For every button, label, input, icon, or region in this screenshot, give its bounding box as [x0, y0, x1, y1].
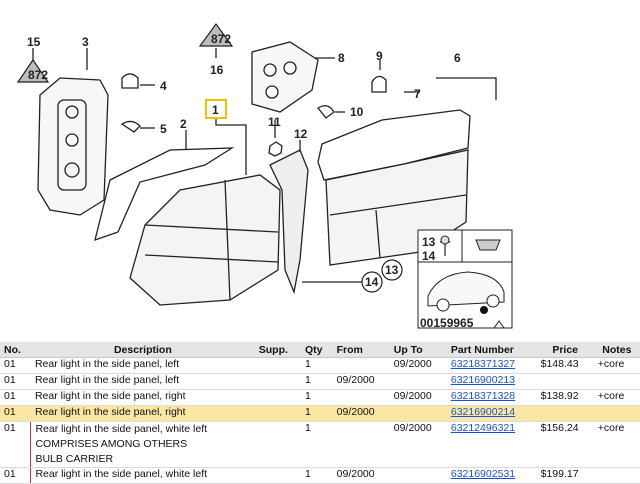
- cell-supp: [254, 405, 301, 422]
- part-number-link[interactable]: 63218371328: [450, 390, 516, 402]
- col-qty: Qty: [300, 342, 333, 358]
- cell-price: [536, 373, 594, 390]
- cell-from: 09/2000: [332, 373, 390, 390]
- cell-qty: 1: [300, 357, 333, 374]
- part-number-link[interactable]: 63218371327: [450, 358, 516, 370]
- cell-notes: [593, 467, 640, 484]
- parts-diagram: 872 872 15 3 8 9 6 16 4 5 10 7 1 11 12 2…: [16, 22, 513, 330]
- callout-1-highlight[interactable]: [205, 99, 227, 119]
- col-upto: Up To: [389, 342, 447, 358]
- inset-label-14: 14: [422, 249, 436, 263]
- col-description: Description: [30, 342, 255, 358]
- cell-notes: +core: [593, 421, 640, 468]
- cell-upto: [389, 405, 447, 422]
- table-row[interactable]: 01 Rear light in the side panel, right 1…: [0, 389, 640, 406]
- cell-notes: +core: [593, 389, 640, 406]
- table-row-selected[interactable]: 01 Rear light in the side panel, right 1…: [0, 405, 640, 422]
- callout-15: 15: [27, 35, 41, 49]
- part-number-link[interactable]: 63216900213: [450, 374, 516, 386]
- cell-desc-extra: COMPRISES AMONG OTHERS: [35, 438, 188, 450]
- cell-notes: [593, 373, 640, 390]
- col-supp: Supp.: [254, 342, 301, 358]
- parts-table: No. Description Supp. Qty From Up To Par…: [0, 342, 640, 484]
- col-part-number: Part Number: [446, 342, 537, 358]
- cell-no: 01: [0, 467, 31, 484]
- cell-supp: [254, 421, 301, 468]
- table-row[interactable]: 01 Rear light in the side panel, left 1 …: [0, 357, 640, 374]
- cell-desc: Rear light in the side panel, white left: [30, 467, 255, 484]
- part-number-link[interactable]: 63216902531: [450, 468, 516, 480]
- callout-4: 4: [160, 79, 167, 93]
- callout-8: 8: [338, 51, 345, 65]
- cell-desc: Rear light in the side panel, left: [30, 357, 255, 374]
- cell-price: $148.43: [536, 357, 594, 374]
- cell-price: [536, 405, 594, 422]
- callout-10: 10: [350, 105, 364, 119]
- callout-11: 11: [268, 115, 281, 129]
- cell-desc: Rear light in the side panel, right: [30, 405, 255, 422]
- part-number-link[interactable]: 63216900214: [450, 406, 516, 418]
- callout-3: 3: [82, 35, 89, 49]
- cell-supp: [254, 373, 301, 390]
- cell-qty: 1: [300, 405, 333, 422]
- callout-5: 5: [160, 122, 167, 136]
- table-header-row: No. Description Supp. Qty From Up To Par…: [0, 342, 640, 358]
- cell-from: [332, 389, 390, 406]
- table-row[interactable]: 01 Rear light in the side panel, left 1 …: [0, 373, 640, 390]
- col-notes: Notes: [593, 342, 640, 358]
- callout-1: 1: [212, 103, 219, 117]
- cell-upto: 09/2000: [389, 357, 447, 374]
- cell-from: [332, 357, 390, 374]
- cell-qty: 1: [300, 373, 333, 390]
- cell-price: $138.92: [536, 389, 594, 406]
- cell-from: 09/2000: [332, 467, 390, 484]
- callout-13: 13: [385, 263, 399, 277]
- cell-upto: [389, 373, 447, 390]
- cell-notes: +core: [593, 357, 640, 374]
- cell-upto: [389, 467, 447, 484]
- cell-supp: [254, 389, 301, 406]
- cell-desc: Rear light in the side panel, white left…: [30, 421, 255, 468]
- col-price: Price: [536, 342, 594, 358]
- cell-notes: [593, 405, 640, 422]
- callout-16: 16: [210, 63, 224, 77]
- cell-desc-line: Rear light in the side panel, white left: [35, 423, 208, 435]
- cell-upto: 09/2000: [389, 389, 447, 406]
- svg-text:872: 872: [28, 68, 48, 82]
- cell-no: 01: [0, 405, 31, 422]
- cell-no: 01: [0, 421, 31, 468]
- cell-desc: Rear light in the side panel, left: [30, 373, 255, 390]
- cell-from: 09/2000: [332, 405, 390, 422]
- cell-price: $199.17: [536, 467, 594, 484]
- svg-text:872: 872: [211, 32, 231, 46]
- table-row[interactable]: 01 Rear light in the side panel, white l…: [0, 467, 640, 484]
- callout-9: 9: [376, 49, 383, 63]
- cell-price: $156.24: [536, 421, 594, 468]
- cell-supp: [254, 357, 301, 374]
- cell-qty: 1: [300, 421, 333, 468]
- callout-6: 6: [454, 51, 461, 65]
- cell-no: 01: [0, 357, 31, 374]
- cell-supp: [254, 467, 301, 484]
- inset-label-13: 13: [422, 235, 436, 249]
- part-number-link[interactable]: 63212496321: [450, 422, 516, 434]
- cell-from: [332, 421, 390, 468]
- cell-desc-extra: BULB CARRIER: [35, 453, 114, 465]
- cell-no: 01: [0, 389, 31, 406]
- callout-7: 7: [414, 87, 421, 101]
- callout-12: 12: [294, 127, 308, 141]
- inset-box: 13 14: [417, 229, 513, 329]
- col-no: No.: [0, 342, 31, 358]
- callout-14: 14: [365, 275, 379, 289]
- cell-qty: 1: [300, 389, 333, 406]
- col-from: From: [332, 342, 390, 358]
- table-row[interactable]: 01 Rear light in the side panel, white l…: [0, 421, 640, 468]
- cell-qty: 1: [300, 467, 333, 484]
- cell-desc: Rear light in the side panel, right: [30, 389, 255, 406]
- callout-2: 2: [180, 117, 187, 131]
- cell-no: 01: [0, 373, 31, 390]
- cell-upto: 09/2000: [389, 421, 447, 468]
- diagram-footnote-id: 00159965: [420, 316, 474, 330]
